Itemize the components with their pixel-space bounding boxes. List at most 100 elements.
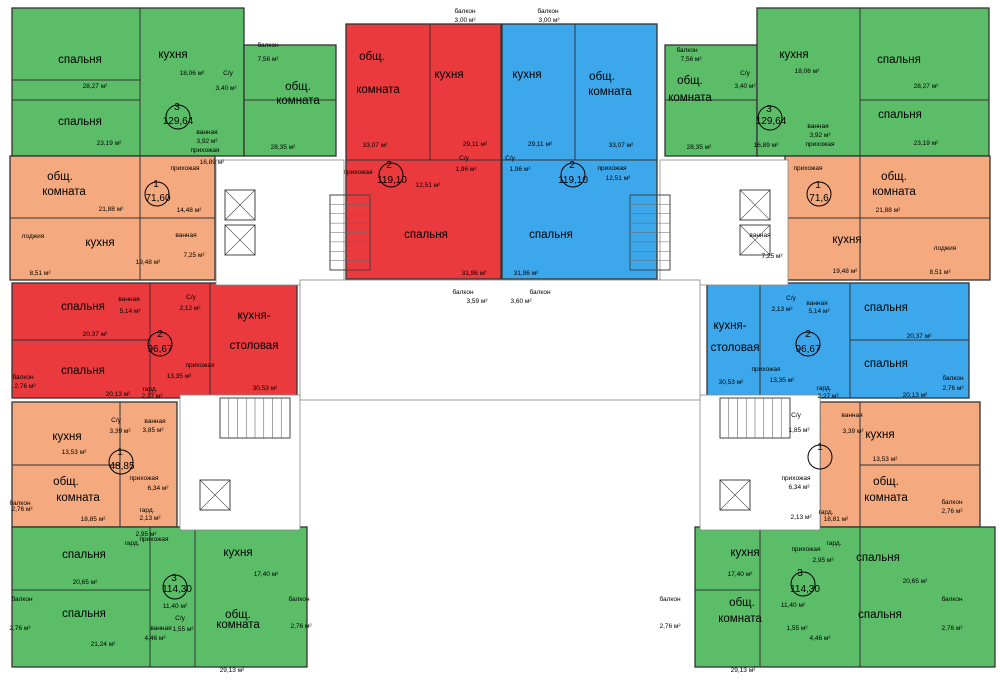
room-name: спальня xyxy=(61,365,105,377)
room-area: балкон xyxy=(452,288,474,296)
room-name: спальня xyxy=(877,54,921,66)
room-name: комната xyxy=(668,92,712,104)
room-area: 7,25 м² xyxy=(183,252,205,259)
room-area: 5,14 м² xyxy=(808,308,830,315)
apartment-area: 119,10 xyxy=(558,175,588,186)
room-area: 17,40 м² xyxy=(254,571,280,578)
room-area: 3,39 м² xyxy=(109,428,131,435)
room-area: 2,95 м² xyxy=(812,557,834,564)
apartment-area: 2 xyxy=(569,160,575,171)
room-area: 3,00 м² xyxy=(538,17,560,24)
room-area: 4,46 м² xyxy=(809,635,831,642)
room-area: 20,13 м² xyxy=(903,392,929,399)
room-name: столовая xyxy=(230,340,279,352)
room-area: 3,00 м² xyxy=(454,17,476,24)
room-area: 8,51 м² xyxy=(929,269,951,276)
room-name: общ. xyxy=(359,51,385,63)
room-area: 13,35 м² xyxy=(770,377,796,384)
lift-icon xyxy=(224,224,256,256)
room-area: балкон xyxy=(537,7,559,15)
room-area: балкон xyxy=(676,46,698,54)
room-name: спальня xyxy=(404,229,448,241)
room-name: кухня xyxy=(865,429,894,441)
room-name: спальня xyxy=(858,609,902,621)
apartment-zone xyxy=(345,23,502,280)
apartment-area: 2 xyxy=(386,160,392,171)
room-area: 3,92 м² xyxy=(196,138,218,145)
room-name: общ. xyxy=(873,476,899,488)
room-area: 2,12 м² xyxy=(179,305,201,312)
apartment-area: 114,30 xyxy=(162,584,192,595)
watermark: metrpro.ru xyxy=(870,665,940,682)
core-area xyxy=(699,394,821,531)
room-area: балкон xyxy=(11,595,33,603)
lift-icon xyxy=(224,189,256,221)
room-area: 5,14 м² xyxy=(119,308,141,315)
room-area: прихожая xyxy=(186,362,215,369)
room-area: 20,37 м² xyxy=(907,333,933,340)
room-name: общ. xyxy=(285,81,311,93)
room-area: 12,51 м² xyxy=(416,182,442,189)
room-area: 17,40 м² xyxy=(728,571,754,578)
room-area: 28,27 м² xyxy=(914,83,940,90)
room-name: кухня xyxy=(779,49,808,61)
room-area: ванная xyxy=(196,129,218,136)
room-area: С/у xyxy=(111,417,122,424)
room-name: спальня xyxy=(62,549,106,561)
room-area: 1,85 м² xyxy=(788,427,810,434)
room-area: 18,81 м² xyxy=(824,516,850,523)
room-area: 14,48 м² xyxy=(177,207,203,214)
room-area: 3,40 м² xyxy=(215,85,237,92)
room-area: 7,25 м² xyxy=(761,253,783,260)
room-area: 19,48 м² xyxy=(136,259,162,266)
room-area: ванная xyxy=(806,300,828,307)
room-name: общ. xyxy=(881,171,907,183)
room-area: 3,60 м² xyxy=(510,298,532,305)
room-area: 3,59 м² xyxy=(466,298,488,305)
room-area: ванная xyxy=(144,418,166,425)
room-area: 31,96 м² xyxy=(514,270,540,277)
room-area: лоджия xyxy=(934,245,957,252)
room-area: 13,53 м² xyxy=(62,449,88,456)
room-name: кухня xyxy=(832,234,861,246)
room-name: комната xyxy=(872,186,916,198)
apartment-area: 71,60 xyxy=(145,193,170,204)
apartment-zone xyxy=(694,526,996,668)
room-area: 6,34 м² xyxy=(788,484,810,491)
room-area: 7,56 м² xyxy=(680,56,702,63)
room-area: 4,46 м² xyxy=(144,635,166,642)
room-area: С/у xyxy=(786,295,797,302)
apartment-area: 48,85 xyxy=(109,461,134,472)
room-name: комната xyxy=(216,619,260,631)
room-area: прихожая xyxy=(191,147,220,154)
room-area: ванная xyxy=(118,296,140,303)
room-name: общ. xyxy=(589,71,615,83)
room-area: 3,40 м² xyxy=(734,83,756,90)
room-name: спальня xyxy=(864,302,908,314)
room-area: ванная xyxy=(841,412,863,419)
room-area: гард. xyxy=(819,509,834,516)
room-area: 3,85 м² xyxy=(142,427,164,434)
stair-icon xyxy=(219,397,291,439)
room-area: С/у xyxy=(175,615,186,622)
room-area: 33,07 м² xyxy=(363,142,389,149)
room-area: 2,13 м² xyxy=(771,306,793,313)
core-area xyxy=(215,159,345,286)
room-name: общ. xyxy=(729,597,755,609)
apartment-area: 119,10 xyxy=(377,175,407,186)
room-name: спальня xyxy=(529,229,573,241)
apartment-area: 1 xyxy=(815,180,821,191)
room-name: кухня xyxy=(158,49,187,61)
apartment-circle xyxy=(560,162,586,188)
room-area: 23,19 м² xyxy=(97,140,123,147)
apartment-zone xyxy=(501,23,658,280)
room-area: 28,35 м² xyxy=(271,144,297,151)
room-area: ванная xyxy=(749,232,771,239)
apartment-circle xyxy=(147,331,173,357)
room-area: 6,34 м² xyxy=(147,485,169,492)
room-area: гард. xyxy=(125,540,140,547)
room-area: 19,48 м² xyxy=(833,268,859,275)
room-area: 2,76 м² xyxy=(941,508,963,515)
room-area: прихожая xyxy=(344,169,373,176)
